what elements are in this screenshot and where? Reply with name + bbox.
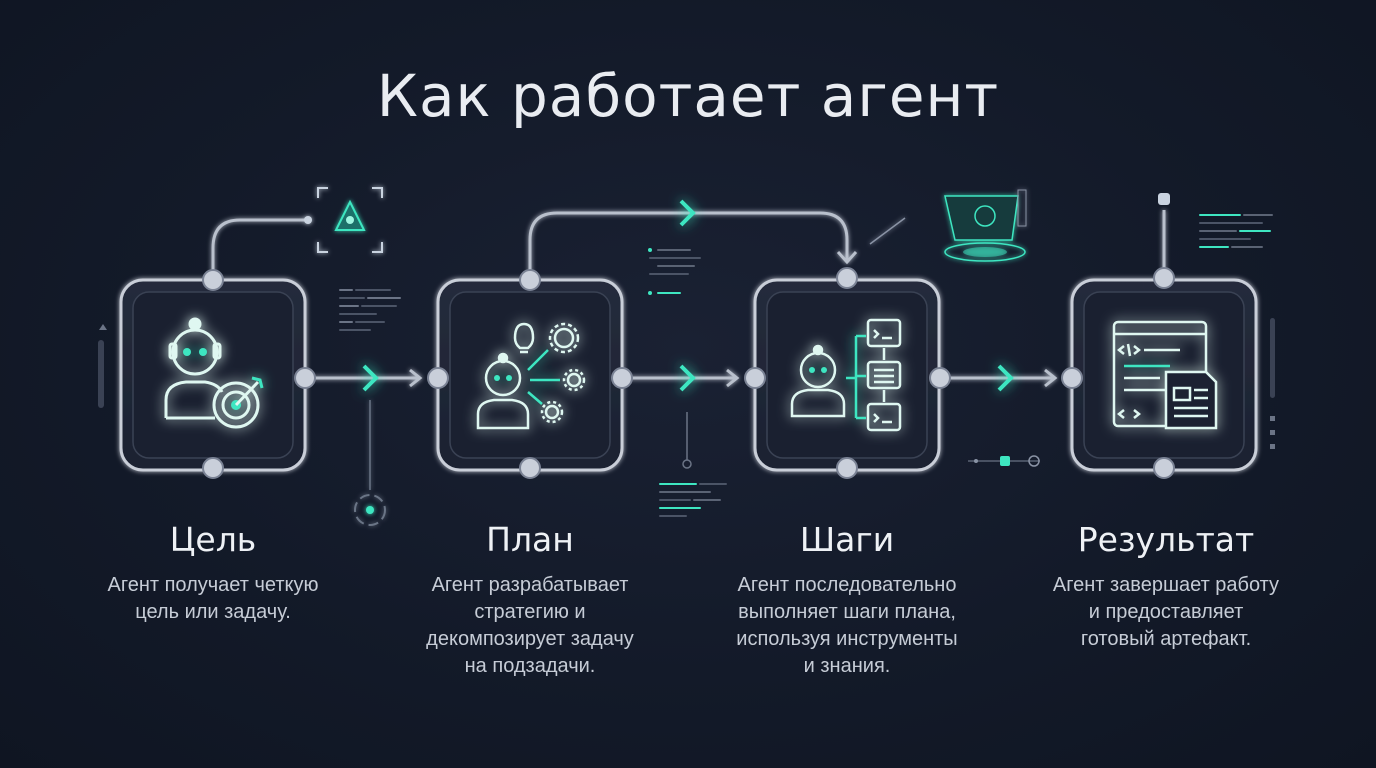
code-document-icon xyxy=(1112,320,1218,430)
step-card-1 xyxy=(119,278,307,472)
step-title-plan: План xyxy=(486,520,574,559)
chevron-icon xyxy=(997,364,1014,392)
chevron-icon xyxy=(679,364,696,392)
chevron-icon xyxy=(362,364,379,392)
connectors xyxy=(211,210,1166,388)
step-description-plan: Агент разрабатывает стратегию и декомпоз… xyxy=(426,574,634,677)
step-description-result: Агент завершает работу и предоставляет г… xyxy=(1052,574,1280,650)
step-card-2 xyxy=(436,278,624,472)
robot-target-icon xyxy=(164,317,264,429)
node-widget-icon xyxy=(1158,193,1170,205)
chevron-icon xyxy=(679,199,696,227)
robot-ideas-gears-icon xyxy=(476,322,586,430)
step-description-goal: Агент получает четкую цель или задачу. xyxy=(107,574,319,623)
step-card-4 xyxy=(1070,278,1258,472)
chevrons xyxy=(362,199,1014,392)
robot-steps-icon xyxy=(790,318,902,432)
code-lines-decoration xyxy=(339,214,1273,517)
side-decoration xyxy=(98,318,1275,449)
target-widget-icon xyxy=(354,400,386,526)
step-title-steps: Шаги xyxy=(799,520,895,559)
step-title-goal: Цель xyxy=(169,520,257,559)
prism-widget-icon xyxy=(304,187,383,253)
step-title-result: Результат xyxy=(1077,520,1255,559)
connection-nodes xyxy=(202,267,1175,479)
hologram-widget-icon xyxy=(869,189,1027,262)
step-card-3 xyxy=(753,278,941,472)
step-description-steps: Агент последовательно выполняет шаги пла… xyxy=(736,574,958,677)
page-title: Как работает агент xyxy=(376,62,1000,130)
slider-widget-icon xyxy=(968,455,1040,467)
pin-widget-icon xyxy=(682,412,692,469)
